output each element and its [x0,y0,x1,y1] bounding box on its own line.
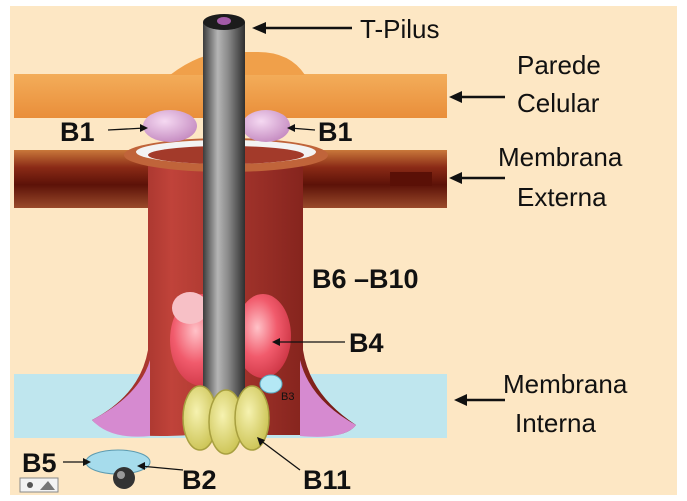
label-b1-left: B1 [60,117,95,147]
b4-highlight [172,292,208,324]
label-t-pilus: T-Pilus [360,14,439,44]
label-parede: Parede [517,50,601,80]
label-b1-right: B1 [318,117,353,147]
label-membrana-externa-2: Externa [517,182,607,212]
b11-rings [183,386,269,454]
b1-left-protein [143,110,197,142]
label-celular: Celular [517,88,600,118]
label-b3: B3 [281,391,294,403]
label-membrana-interna-2: Interna [515,408,596,438]
label-b5: B5 [22,448,57,478]
label-b11: B11 [303,465,351,495]
image-toolbar-icon[interactable] [20,478,58,492]
b3-protein [260,375,282,393]
t-pilus-tube [203,14,245,407]
b1-right-protein [242,110,290,142]
label-b6-b10: B6 –B10 [312,264,419,294]
label-membrana-externa-1: Membrana [498,142,623,172]
label-membrana-interna-1: Membrana [503,369,628,399]
label-b2: B2 [182,465,217,495]
label-b4: B4 [349,328,384,358]
